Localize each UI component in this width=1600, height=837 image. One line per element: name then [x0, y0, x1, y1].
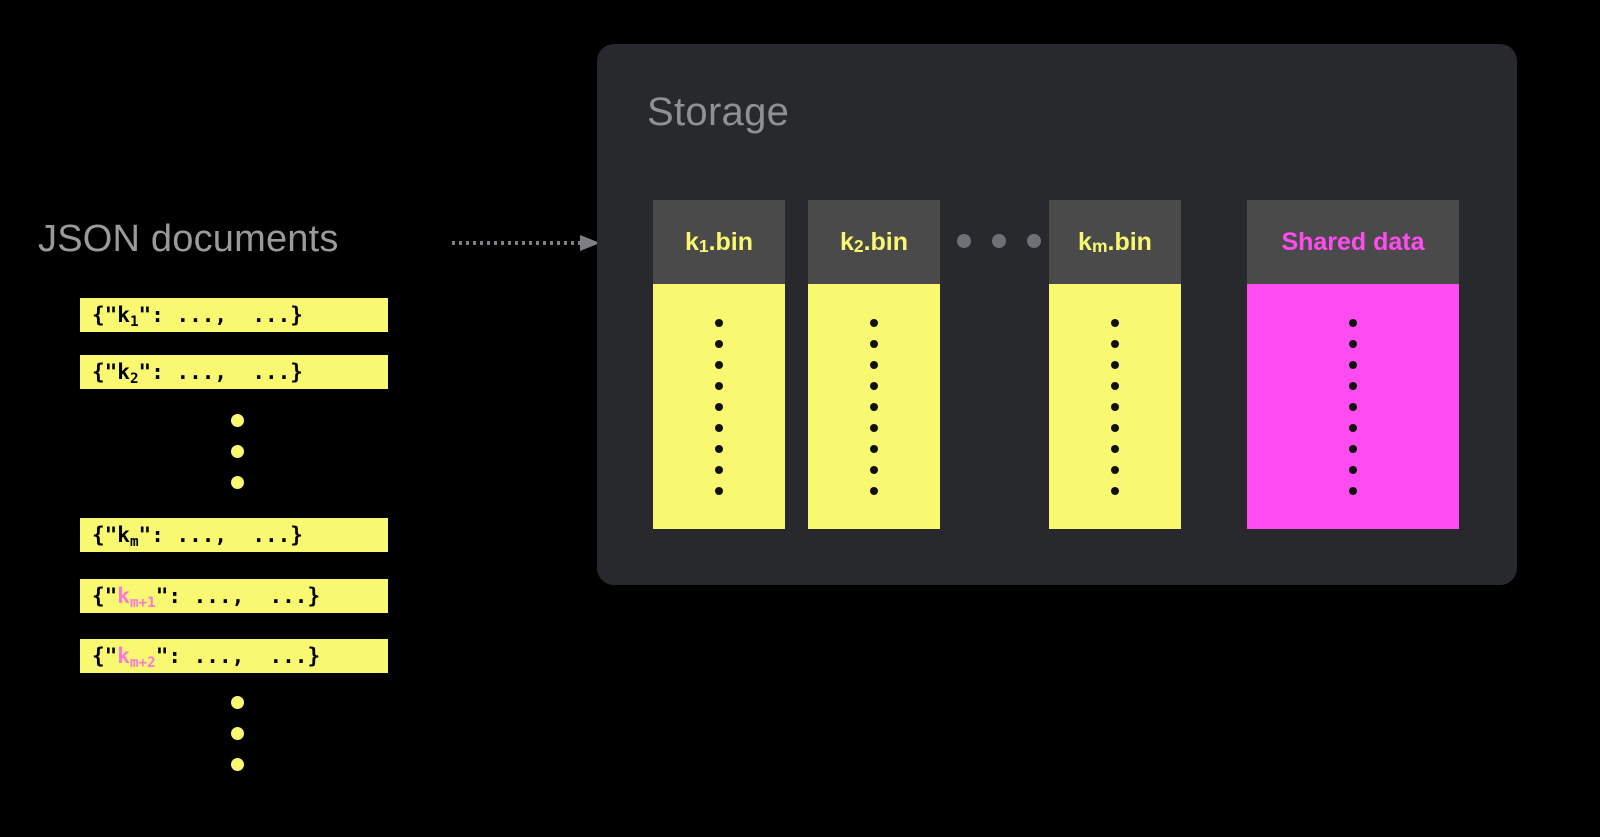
- ellipsis-dot: [231, 476, 244, 489]
- column-label-prefix: k: [684, 227, 699, 256]
- column-ellipsis-dot: [992, 234, 1006, 248]
- record-dot: [870, 339, 878, 348]
- doc-key-subscript: 2: [129, 371, 139, 387]
- ellipsis-dot: [231, 414, 244, 427]
- dotted-arrow-icon: [452, 235, 600, 251]
- documents-ellipsis-upper: [231, 414, 244, 489]
- column-ellipsis-dot: [957, 234, 971, 248]
- column-label-suffix: .bin: [1107, 227, 1152, 256]
- record-dot: [715, 486, 723, 495]
- record-dot: [1111, 360, 1119, 369]
- doc-key-subscript: 1: [129, 314, 139, 330]
- record-dot: [715, 360, 723, 369]
- doc-suffix: ": ..., ...}: [138, 523, 303, 547]
- storage-column-header: Shared data: [1247, 200, 1459, 284]
- record-dot: [1111, 339, 1119, 348]
- record-dot: [715, 444, 723, 453]
- ellipsis-dot: [231, 445, 244, 458]
- doc-prefix: {": [92, 644, 118, 668]
- record-dot: [870, 444, 878, 453]
- record-dot: [715, 318, 723, 327]
- column-label-suffix: .bin: [708, 227, 754, 256]
- storage-columns-ellipsis: [957, 234, 1041, 248]
- record-dot: [870, 486, 878, 495]
- doc-prefix: {": [92, 584, 118, 608]
- json-document-box-shared: {"km+2": ..., ...}: [80, 639, 388, 673]
- record-dot: [1349, 360, 1357, 369]
- doc-suffix: ": ..., ...}: [138, 360, 303, 384]
- doc-key: k2: [117, 360, 139, 387]
- record-dot: [870, 360, 878, 369]
- record-dot: [715, 339, 723, 348]
- record-dot: [1111, 381, 1119, 390]
- record-dot: [715, 423, 723, 432]
- record-dot: [1111, 423, 1119, 432]
- column-ellipsis-dot: [1027, 234, 1041, 248]
- column-label-suffix: .bin: [863, 227, 909, 256]
- doc-key: km+2: [117, 644, 156, 671]
- doc-key-subscript: m+2: [129, 655, 156, 671]
- storage-column-shared-data[interactable]: Shared data: [1247, 200, 1459, 529]
- record-dot: [715, 402, 723, 411]
- record-dot: [1111, 402, 1119, 411]
- record-dot: [870, 318, 878, 327]
- record-dot: [1349, 402, 1357, 411]
- doc-key-subscript: m+1: [129, 595, 156, 611]
- doc-prefix: {": [92, 360, 118, 384]
- record-dot: [1349, 423, 1357, 432]
- ellipsis-dot: [231, 696, 244, 709]
- record-dot: [1111, 465, 1119, 474]
- json-document-box: {"k1": ..., ...}: [80, 298, 388, 332]
- record-dot: [1349, 318, 1357, 327]
- record-dot: [1111, 444, 1119, 453]
- storage-column-body: [1049, 284, 1181, 529]
- json-document-box-shared: {"km+1": ..., ...}: [80, 579, 388, 613]
- record-dot: [715, 465, 723, 474]
- doc-prefix: {": [92, 303, 118, 327]
- doc-key: k1: [117, 303, 139, 330]
- record-dot: [715, 381, 723, 390]
- documents-ellipsis-lower: [231, 696, 244, 771]
- doc-suffix: ": ..., ...}: [155, 644, 321, 668]
- column-label-prefix: k: [1078, 227, 1092, 256]
- record-dot: [1111, 318, 1119, 327]
- json-document-box: {"k2": ..., ...}: [80, 355, 388, 389]
- storage-column-body: [653, 284, 785, 529]
- record-dot: [1349, 444, 1357, 453]
- record-dot: [1349, 465, 1357, 474]
- record-dot: [1349, 381, 1357, 390]
- doc-key: km: [117, 523, 139, 550]
- doc-prefix: {": [92, 523, 118, 547]
- record-dot: [1349, 339, 1357, 348]
- ellipsis-dot: [231, 758, 244, 771]
- storage-title: Storage: [647, 90, 790, 134]
- doc-suffix: ": ..., ...}: [155, 584, 321, 608]
- record-dot: [1349, 486, 1357, 495]
- json-document-box: {"km": ..., ...}: [80, 518, 388, 552]
- record-dot: [870, 423, 878, 432]
- column-label-prefix: k: [839, 227, 854, 256]
- storage-column-body: [1247, 284, 1459, 529]
- record-dot: [870, 465, 878, 474]
- json-documents-label: JSON documents: [38, 218, 339, 260]
- doc-key: km+1: [117, 584, 156, 611]
- ellipsis-dot: [231, 727, 244, 740]
- record-dot: [1111, 486, 1119, 495]
- record-dot: [870, 402, 878, 411]
- doc-key-subscript: m: [129, 534, 139, 550]
- record-dot: [870, 381, 878, 390]
- doc-suffix: ": ..., ...}: [138, 303, 303, 327]
- storage-column-body: [808, 284, 940, 529]
